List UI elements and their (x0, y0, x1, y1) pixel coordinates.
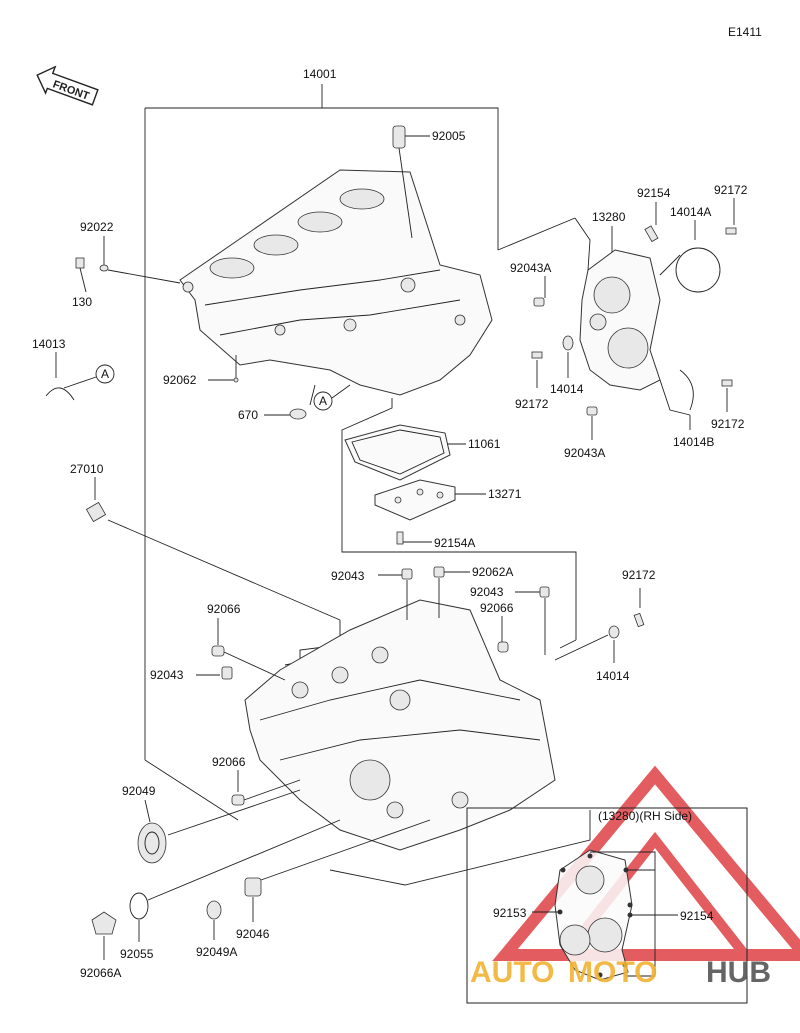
part-92043-b (539, 586, 550, 598)
label-92005: 92005 (432, 129, 466, 143)
part-92046 (244, 877, 262, 897)
diagram-code: E1411 (728, 25, 762, 39)
part-92062A (433, 566, 445, 578)
label-27010: 27010 (70, 462, 104, 476)
watermark-text: AUTO MOTO HUB (470, 956, 771, 989)
label-92062: 92062 (163, 373, 197, 387)
label-14014-b: 14014 (596, 669, 630, 683)
part-130 (75, 257, 85, 269)
label-92066-b: 92066 (207, 602, 241, 616)
lower-crankcase (244, 599, 556, 851)
part-92043A-top (533, 297, 545, 307)
label-670: 670 (238, 408, 258, 422)
part-92154A (396, 531, 404, 545)
part-92154 (644, 225, 659, 243)
label-92043-c: 92043 (150, 668, 184, 682)
part-14013 (45, 387, 75, 401)
label-92154: 92154 (637, 186, 671, 200)
label-92043-a: 92043 (331, 569, 365, 583)
watermark-moto: MOTO (568, 956, 657, 989)
part-13271 (374, 479, 456, 521)
ref-marker-a-left-label: A (101, 367, 109, 381)
strainer-bracket (341, 398, 577, 649)
label-11061: 11061 (468, 437, 501, 451)
upper-crankcase (179, 169, 493, 396)
ref-marker-a-center (313, 391, 333, 411)
part-92066A (91, 911, 117, 935)
label-92055: 92055 (120, 947, 154, 961)
part-92049 (137, 822, 167, 864)
part-92066-a (497, 641, 509, 653)
part-11061 (344, 424, 451, 481)
ref-marker-a-center-label: A (319, 394, 327, 408)
part-92043-c (221, 666, 233, 680)
label-14014B: 14014B (673, 435, 714, 449)
part-92066-b (211, 645, 225, 657)
part-92022 (99, 264, 109, 272)
label-130: 130 (72, 295, 92, 309)
part-92172-a (725, 227, 737, 235)
label-92043A-bottom: 92043A (564, 446, 605, 460)
label-13280: 13280 (592, 210, 626, 224)
label-92049: 92049 (122, 784, 156, 798)
part-14014-b (608, 625, 620, 639)
label-92022: 92022 (80, 220, 114, 234)
label-14014A: 14014A (670, 205, 711, 219)
label-14013: 14013 (32, 337, 66, 351)
part-92172-b (531, 351, 543, 359)
label-92043A-top: 92043A (510, 261, 551, 275)
label-92066A: 92066A (80, 966, 121, 980)
label-14001: 14001 (303, 67, 337, 81)
part-14014B (679, 369, 694, 411)
upper-crankcase-bracket (144, 84, 499, 821)
part-14014A (675, 247, 721, 293)
watermark-hub: HUB (706, 956, 771, 989)
label-92049A: 92049A (196, 945, 237, 959)
label-13271: 13271 (488, 487, 522, 501)
label-92172-c: 92172 (711, 417, 745, 431)
watermark-auto: AUTO (470, 956, 554, 989)
label-92172-b: 92172 (515, 397, 549, 411)
part-92172-c (721, 379, 733, 387)
inset-title: (13280)(RH Side) (598, 809, 692, 823)
part-27010 (85, 501, 107, 523)
inset-rh-side: (13280)(RH Side) (466, 807, 748, 1004)
label-92153: 92153 (493, 906, 527, 920)
part-92049A (206, 900, 222, 920)
part-92043-a (401, 568, 413, 580)
part-14014-a (562, 335, 574, 351)
part-92055 (129, 892, 149, 920)
label-92066-a: 92066 (480, 601, 514, 615)
part-92066-c (231, 794, 245, 806)
part-92005 (392, 125, 406, 149)
label-92062A: 92062A (472, 565, 513, 579)
part-92172-d (633, 612, 645, 628)
ref-marker-a-left (95, 364, 115, 384)
label-92154-inset: 92154 (680, 909, 714, 923)
label-92154A: 92154A (434, 536, 475, 550)
label-14014-a: 14014 (550, 382, 584, 396)
label-92066-c: 92066 (212, 755, 246, 769)
label-92172-a: 92172 (714, 183, 748, 197)
label-92046: 92046 (236, 927, 270, 941)
part-92062 (233, 377, 239, 383)
label-92172-d: 92172 (622, 568, 656, 582)
part-670 (289, 408, 307, 420)
front-arrow-icon: FRONT (36, 65, 99, 106)
part-92043A-bottom (586, 406, 598, 416)
label-92043-b: 92043 (470, 585, 504, 599)
watermark-logo (492, 765, 800, 961)
